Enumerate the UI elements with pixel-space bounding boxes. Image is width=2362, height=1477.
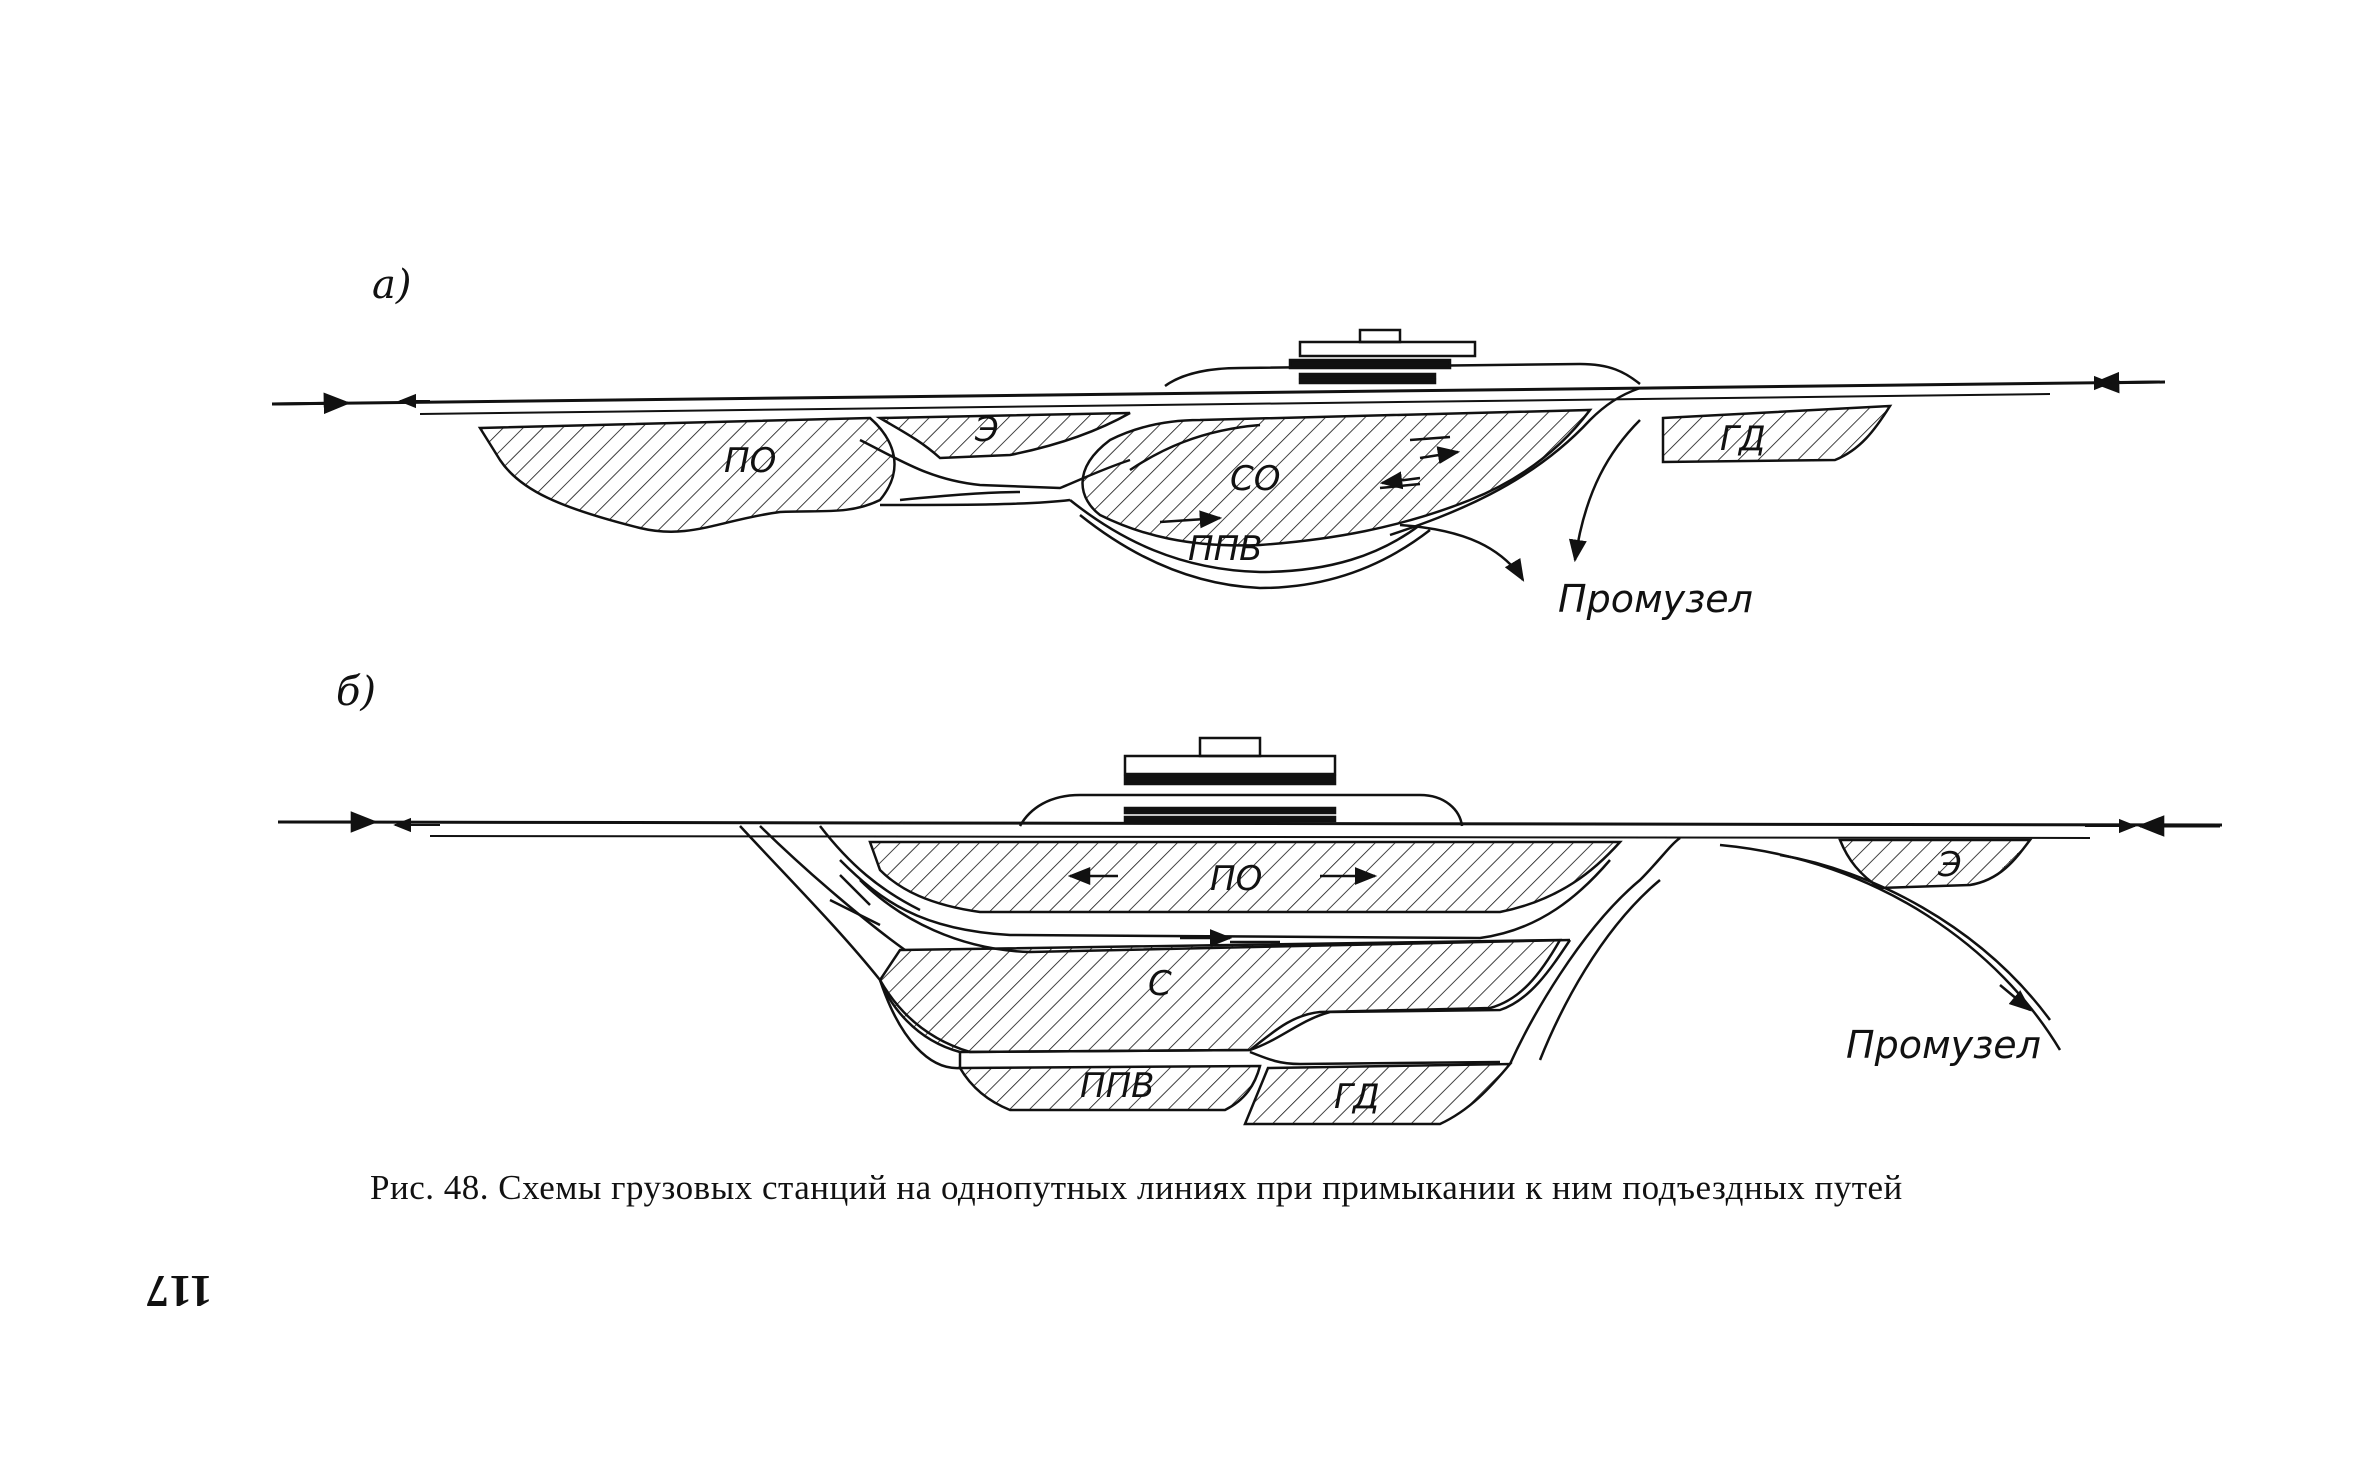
zone-label-po-a: ПО <box>724 441 776 481</box>
zone-so-a <box>1081 408 1593 547</box>
diagram-b: б) <box>277 669 2223 1126</box>
zone-label-gd-a: ГД <box>1720 419 1766 459</box>
main-line-b <box>277 811 2223 839</box>
zone-c-b <box>878 938 1563 1054</box>
zone-label-e-a: Э <box>974 410 999 450</box>
station-building-a <box>1164 328 1641 388</box>
industrial-node-label-b: Промузел <box>1846 1023 2041 1067</box>
main-line-a <box>271 371 2166 415</box>
zone-gd-b <box>1243 1062 1513 1126</box>
zone-ppv-b <box>957 1064 1262 1112</box>
station-building-b <box>1018 736 1464 827</box>
tracks-a <box>859 386 1641 590</box>
zone-e-a <box>875 411 1131 460</box>
zone-po-a <box>477 416 896 533</box>
panel-label-a: а) <box>372 262 411 308</box>
figure-caption: Рис. 48. Схемы грузовых станций на одноп… <box>370 1168 1903 1207</box>
zone-label-ppv-a: ППВ <box>1188 529 1262 569</box>
zone-label-e-b: Э <box>1937 845 1962 885</box>
zone-gd-a <box>1661 404 1893 464</box>
zone-label-ppv-b: ППВ <box>1080 1066 1154 1106</box>
industrial-node-label-a: Промузел <box>1558 577 1753 621</box>
zone-label-so-a: СО <box>1230 459 1281 499</box>
zone-e-b <box>1838 838 2033 890</box>
panel-label-b: б) <box>336 669 376 715</box>
diagram-a: а) <box>271 262 2166 621</box>
zone-label-gd-b: ГД <box>1334 1077 1380 1117</box>
zone-label-c-b: С <box>1148 964 1172 1004</box>
tracks-b <box>739 825 2062 1070</box>
page-number: 117 <box>146 1266 213 1317</box>
zone-po-b <box>868 840 1623 914</box>
zone-label-po-b: ПО <box>1210 859 1262 899</box>
